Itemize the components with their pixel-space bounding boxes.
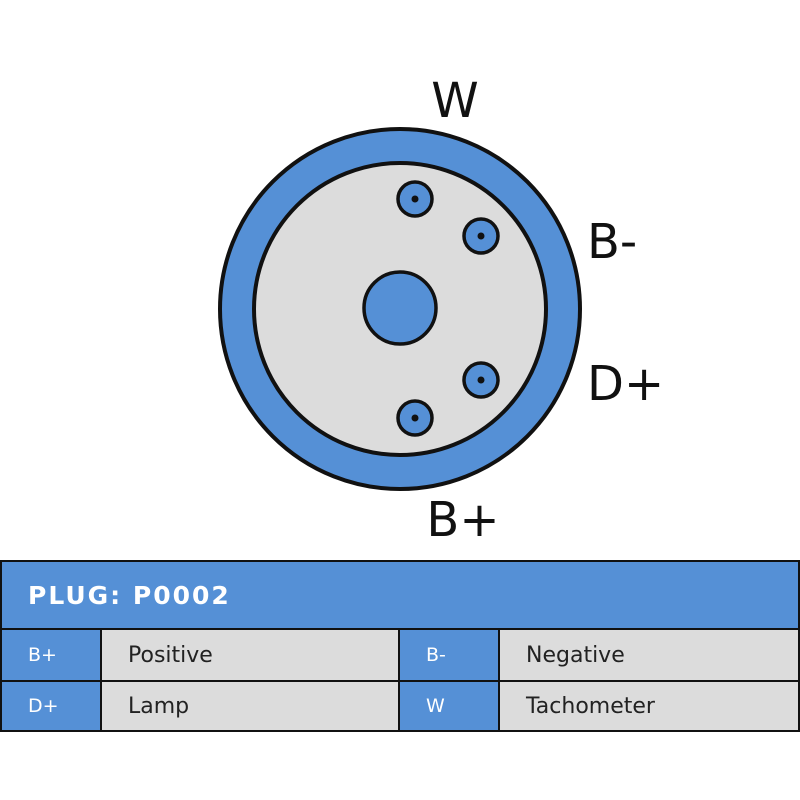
pin-description-cell: Negative [500,630,798,680]
pin-description-cell: Positive [102,630,400,680]
terminal-pin-b-minus [462,217,500,255]
legend-header: PLUG: P0002 [2,562,798,630]
plug-title: PLUG: P0002 [28,580,231,610]
pin-code-cell: D+ [2,682,102,730]
pin-label-d-plus: D+ [587,356,664,412]
pin-code-cell: W [400,682,500,730]
pin-label-b-minus: B- [587,214,637,270]
pin-label-b-plus: B+ [426,492,499,548]
pin-description-cell: Tachometer [500,682,798,730]
terminal-pin-d-plus [462,361,500,399]
terminal-pin-w [396,180,434,218]
pin-code-cell: B+ [2,630,102,680]
pin-description-cell: Lamp [102,682,400,730]
pin-label-w: W [431,73,478,129]
pin-code-cell: B- [400,630,500,680]
legend-row: B+ Positive B- Negative [2,630,798,680]
connector-diagram: W B- D+ B+ [218,73,664,548]
pin-legend-table: PLUG: P0002 B+ Positive B- Negative D+ L… [0,560,800,732]
center-post [362,270,438,346]
legend-row: D+ Lamp W Tachometer [2,680,798,730]
terminal-pin-b-plus [396,399,434,437]
